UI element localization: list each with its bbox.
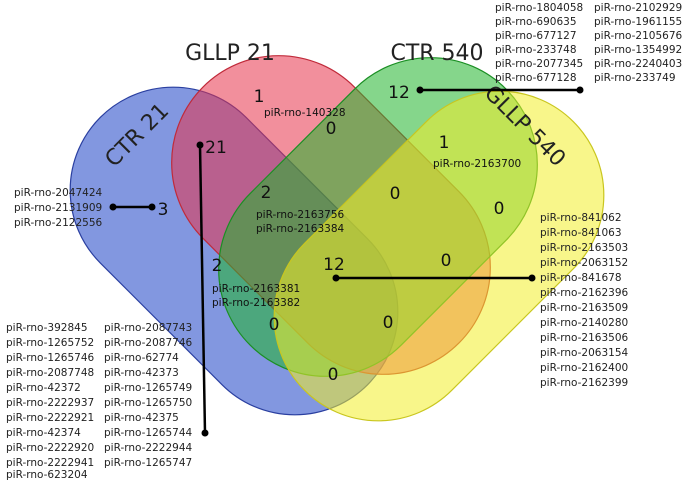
gene-list-item: piR-rno-2222920 xyxy=(6,442,94,454)
gene-list-item: piR-rno-1961155 xyxy=(594,16,682,28)
gene-list-item: piR-rno-2163503 xyxy=(540,242,628,254)
gene-list-item: piR-rno-2162396 xyxy=(540,287,629,299)
gene-list-ctr21-gllp21: piR-rno-392845 piR-rno-1265752 piR-rno-1… xyxy=(6,322,193,481)
gene-list-item: piR-rno-2102929 xyxy=(594,2,682,14)
gene-list-item: piR-rno-42375 xyxy=(104,412,179,424)
gene-list-item: piR-rno-2140280 xyxy=(540,317,628,329)
leader-dot-ctr21-gllp21-outer xyxy=(201,429,209,437)
gene-list-item: piR-rno-42374 xyxy=(6,427,81,439)
gene-list-item: piR-rno-2063154 xyxy=(540,347,629,359)
count-gllp21-only: 1 xyxy=(254,87,265,107)
gene-list-item: piR-rno-2222944 xyxy=(104,442,193,454)
count-gllp21-gllp540: 0 xyxy=(441,251,452,271)
gene-list-item: piR-rno-2087743 xyxy=(104,322,192,334)
count-all-four: 12 xyxy=(323,255,345,275)
set-gllp540-shape xyxy=(273,90,605,422)
gene-list-item: piR-rno-1265752 xyxy=(6,337,94,349)
gene-label-gllp21-only-1: piR-rno-140328 xyxy=(264,107,346,119)
count-ctr540-gllp540: 1 xyxy=(439,133,450,153)
count-ctr21-ctr540-gllp540: 0 xyxy=(383,313,394,333)
gene-list-item: piR-rno-2122556 xyxy=(14,217,103,229)
gene-list-item: piR-rno-1265750 xyxy=(104,397,192,409)
gene-list-item: piR-rno-1265746 xyxy=(6,352,95,364)
gene-list-item: piR-rno-2162399 xyxy=(540,377,628,389)
gene-list-item: piR-rno-42373 xyxy=(104,367,179,379)
count-gllp21-ctr540: 0 xyxy=(326,119,337,139)
gene-list-item: piR-rno-623204 xyxy=(6,469,88,481)
count-ctr21-gllp21: 21 xyxy=(205,138,227,158)
gene-list-item: piR-rno-2222921 xyxy=(6,412,94,424)
gene-list-item: piR-rno-1804058 xyxy=(495,2,583,14)
gene-list-item: piR-rno-2063152 xyxy=(540,257,628,269)
count-ctr540-only: 12 xyxy=(388,83,410,103)
gene-list-item: piR-rno-2131909 xyxy=(14,202,102,214)
gene-list-item: piR-rno-42372 xyxy=(6,382,81,394)
gene-label-triple-2: piR-rno-2163384 xyxy=(256,223,345,235)
leader-lines xyxy=(109,86,584,437)
set-label-ctr540: CTR 540 xyxy=(390,41,483,66)
count-ctr21-gllp540: 0 xyxy=(328,365,339,385)
gene-list-item: piR-rno-1265744 xyxy=(104,427,193,439)
gene-list-item: piR-rno-677128 xyxy=(495,72,577,84)
gene-list-item: piR-rno-1265747 xyxy=(104,457,192,469)
count-gllp540-only: 0 xyxy=(494,199,505,219)
gene-list-ctr540-only: piR-rno-1804058 piR-rno-690635 piR-rno-6… xyxy=(495,2,683,84)
gene-list-item: piR-rno-841062 xyxy=(540,212,622,224)
gene-list-item: piR-rno-392845 xyxy=(6,322,88,334)
count-gllp21-ctr540-gllp540: 0 xyxy=(390,184,401,204)
gene-list-item: piR-rno-2222941 xyxy=(6,457,94,469)
gene-list-item: piR-rno-2163506 xyxy=(540,332,629,344)
count-ctr21-gllp21-ctr540: 2 xyxy=(261,183,272,203)
leader-dot-all-four-inner xyxy=(332,274,340,282)
gene-list-item: piR-rno-841063 xyxy=(540,227,622,239)
count-ctr21-ctr540: 2 xyxy=(212,256,223,276)
gene-list-item: piR-rno-690635 xyxy=(495,16,577,28)
gene-list-item: piR-rno-677127 xyxy=(495,30,577,42)
gene-list-item: piR-rno-1354992 xyxy=(594,44,682,56)
gene-list-item: piR-rno-233748 xyxy=(495,44,577,56)
gene-list-item: piR-rno-2222937 xyxy=(6,397,94,409)
leader-dot-ctr21-only-outer xyxy=(109,203,117,211)
count-ctr21-only: 3 xyxy=(158,200,169,220)
gene-list-all-four: piR-rno-841062 piR-rno-841063 piR-rno-21… xyxy=(540,212,629,389)
set-label-gllp21: GLLP 21 xyxy=(185,41,275,66)
leader-dot-ctr540-only-inner xyxy=(416,86,424,94)
gene-list-item: piR-rno-2087746 xyxy=(104,337,193,349)
leader-dot-ctr21-gllp21-inner xyxy=(196,141,204,149)
leader-dot-ctr21-only-inner xyxy=(148,203,156,211)
leader-ctr21-gllp21 xyxy=(198,144,207,434)
gene-list-ctr21-only: piR-rno-2047424 piR-rno-2131909 piR-rno-… xyxy=(14,187,103,229)
gene-label-ctr21-ctr540-2: piR-rno-2163382 xyxy=(212,297,300,309)
count-ctr21-gllp21-gllp540: 0 xyxy=(269,315,280,335)
gene-list-item: piR-rno-2105676 xyxy=(594,30,683,42)
gene-list-item: piR-rno-2240403 xyxy=(594,58,682,70)
gene-list-item: piR-rno-2162400 xyxy=(540,362,628,374)
set-shapes xyxy=(69,55,605,422)
leader-dot-all-four-outer xyxy=(528,274,536,282)
gene-list-item: piR-rno-62774 xyxy=(104,352,179,364)
gene-list-item: piR-rno-2047424 xyxy=(14,187,103,199)
gene-list-item: piR-rno-233749 xyxy=(594,72,676,84)
gene-list-item: piR-rno-841678 xyxy=(540,272,622,284)
gene-list-item: piR-rno-1265749 xyxy=(104,382,192,394)
gene-list-item: piR-rno-2087748 xyxy=(6,367,94,379)
gene-list-item: piR-rno-2163509 xyxy=(540,302,628,314)
leader-dot-ctr540-only-outer xyxy=(576,86,584,94)
gene-label-triple-1: piR-rno-2163756 xyxy=(256,209,345,221)
gene-list-item: piR-rno-2077345 xyxy=(495,58,583,70)
gene-label-ctr21-ctr540-1: piR-rno-2163381 xyxy=(212,283,300,295)
gene-label-ctr540-gllp540-1: piR-rno-2163700 xyxy=(433,158,521,170)
